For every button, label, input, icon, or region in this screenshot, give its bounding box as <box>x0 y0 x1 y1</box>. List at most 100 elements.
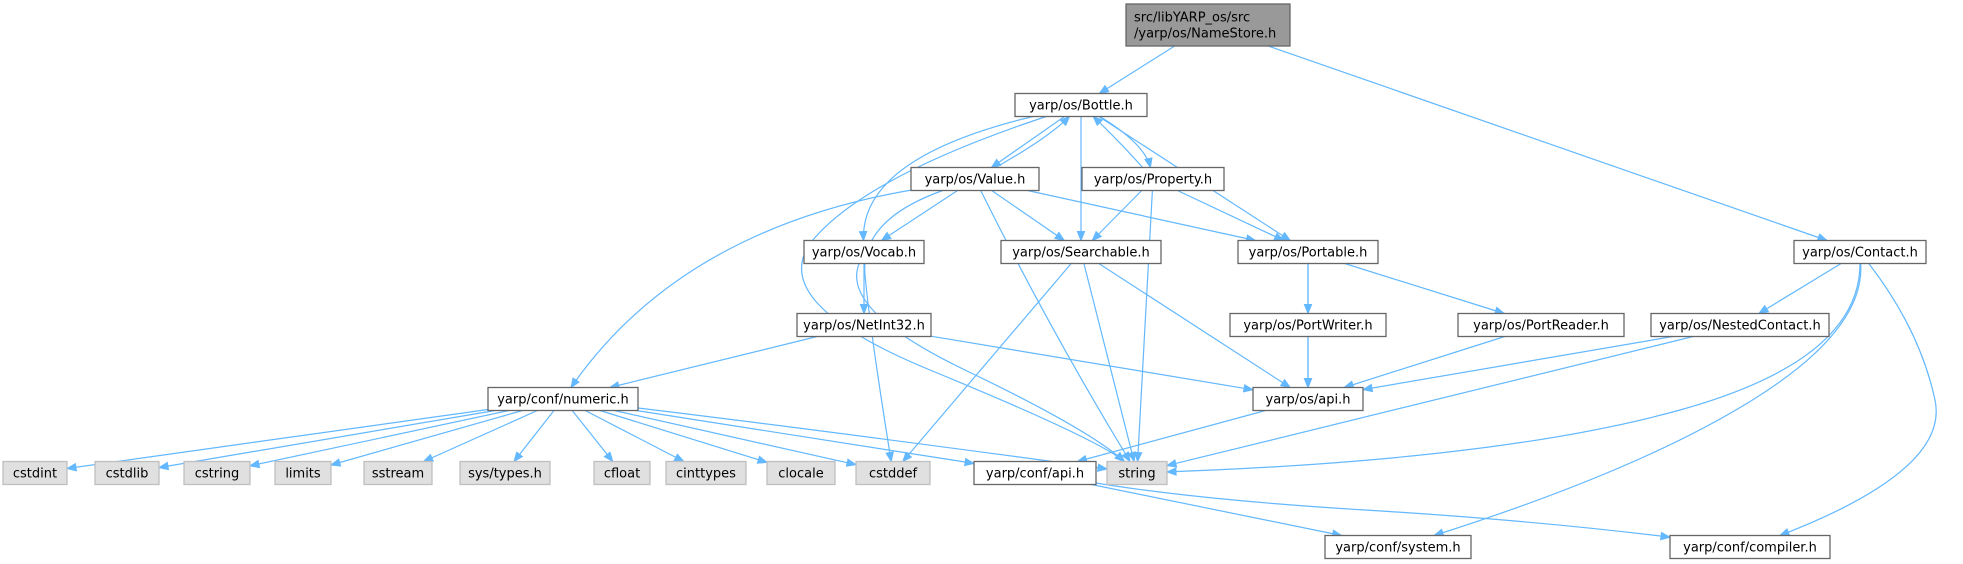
node-box <box>94 460 160 486</box>
edge-numeric-to-systypes <box>513 410 555 463</box>
edges-layer <box>65 45 1937 541</box>
node-confapi[interactable]: yarp/conf/api.h <box>973 460 1097 486</box>
edge-confapi-to-compiler <box>1095 482 1672 541</box>
node-label: sys/types.h <box>468 467 542 482</box>
edge-numeric-to-confapi <box>636 409 976 467</box>
node-label: yarp/conf/numeric.h <box>497 393 629 408</box>
edge-netint32-to-osapi <box>930 335 1255 393</box>
edge-vocab-to-string <box>856 263 1126 463</box>
node-limits: limits <box>274 460 332 486</box>
edge-numeric-to-string <box>637 407 1109 472</box>
node-cstdlib: cstdlib <box>94 460 160 486</box>
node-label: yarp/os/NetInt32.h <box>803 319 925 334</box>
edge-vocab-to-netint32 <box>859 263 869 315</box>
node-bottle[interactable]: yarp/os/Bottle.h <box>1014 92 1148 118</box>
edge-numeric-to-cstddef <box>614 409 858 467</box>
node-sstream: sstream <box>363 460 433 486</box>
node-label: yarp/os/PortWriter.h <box>1243 319 1372 334</box>
edge-numeric-to-limits <box>329 409 523 467</box>
node-label: sstream <box>372 467 424 482</box>
node-system[interactable]: yarp/conf/system.h <box>1324 534 1472 560</box>
node-box <box>274 460 332 486</box>
node-portreader[interactable]: yarp/os/PortReader.h <box>1457 312 1625 338</box>
node-box <box>593 460 651 486</box>
node-nestedcontact[interactable]: yarp/os/NestedContact.h <box>1650 312 1830 338</box>
node-box <box>1793 239 1927 265</box>
node-box <box>1000 239 1162 265</box>
edge-searchable-to-cstddef <box>901 263 1072 463</box>
node-box <box>1669 534 1831 560</box>
node-box <box>1252 386 1364 412</box>
node-systypes: sys/types.h <box>459 460 551 486</box>
node-portwriter[interactable]: yarp/os/PortWriter.h <box>1229 312 1387 338</box>
node-property[interactable]: yarp/os/Property.h <box>1081 166 1225 192</box>
node-label: clocale <box>778 467 823 482</box>
node-compiler[interactable]: yarp/conf/compiler.h <box>1669 534 1831 560</box>
edge-contact-to-nestedcontact <box>1757 262 1842 315</box>
node-root: src/libYARP_os/src/yarp/os/NameStore.h <box>1125 3 1291 47</box>
node-searchable[interactable]: yarp/os/Searchable.h <box>1000 239 1162 265</box>
node-numeric[interactable]: yarp/conf/numeric.h <box>487 386 639 412</box>
node-label: yarp/conf/api.h <box>986 467 1084 482</box>
node-box <box>487 386 639 412</box>
edge-osapi-to-confapi <box>1076 409 1266 464</box>
edge-value-to-numeric <box>570 189 912 389</box>
node-box <box>2 460 68 486</box>
node-label: yarp/os/Portable.h <box>1249 246 1368 261</box>
node-contact[interactable]: yarp/os/Contact.h <box>1793 239 1927 265</box>
node-box <box>1106 460 1168 486</box>
node-box <box>363 460 433 486</box>
node-label: src/libYARP_os/src <box>1134 11 1250 26</box>
node-box <box>1229 312 1387 338</box>
node-box <box>766 460 836 486</box>
node-vocab[interactable]: yarp/os/Vocab.h <box>803 239 925 265</box>
node-label: yarp/conf/system.h <box>1335 541 1460 556</box>
node-box <box>1324 534 1472 560</box>
edge-property-to-bottle <box>1092 115 1144 168</box>
node-osapi[interactable]: yarp/os/api.h <box>1252 386 1364 412</box>
node-label: yarp/os/Value.h <box>925 173 1026 188</box>
edge-numeric-to-cinttypes <box>584 409 686 463</box>
node-cstring: cstring <box>183 460 251 486</box>
node-label: yarp/os/NestedContact.h <box>1659 319 1821 334</box>
node-label: cstdlib <box>106 467 149 482</box>
node-box <box>183 460 251 486</box>
nodes-layer: src/libYARP_os/src/yarp/os/NameStore.hya… <box>2 3 1927 560</box>
node-label: cstring <box>195 467 239 482</box>
node-value[interactable]: yarp/os/Value.h <box>910 166 1040 192</box>
edge-contact-to-string <box>1165 263 1861 476</box>
node-label: yarp/os/Vocab.h <box>812 246 916 261</box>
edge-portwriter-to-osapi <box>1303 336 1313 389</box>
edge-bottle-to-searchable <box>1076 116 1086 242</box>
edge-property-to-portable <box>1177 189 1285 242</box>
edge-portreader-to-osapi <box>1342 335 1505 389</box>
node-cinttypes: cinttypes <box>665 460 747 486</box>
node-portable[interactable]: yarp/os/Portable.h <box>1237 239 1379 265</box>
node-cfloat: cfloat <box>593 460 651 486</box>
edge-value-to-vocab <box>880 189 958 242</box>
node-label: yarp/os/api.h <box>1266 393 1351 408</box>
edge-nestedcontact-to-osapi <box>1361 335 1674 393</box>
node-box <box>1650 312 1830 338</box>
node-box <box>910 166 1040 192</box>
node-netint32[interactable]: yarp/os/NetInt32.h <box>796 312 932 338</box>
edge-value-to-searchable <box>991 190 1066 242</box>
node-label: yarp/os/Searchable.h <box>1012 246 1150 261</box>
edge-bottle-to-property <box>1099 115 1153 169</box>
edge-searchable-to-string <box>1083 263 1136 463</box>
node-label: limits <box>285 467 321 482</box>
node-cstddef: cstddef <box>855 460 931 486</box>
node-box <box>1125 3 1291 47</box>
node-label: cfloat <box>604 467 640 482</box>
node-box <box>1081 166 1225 192</box>
node-label: yarp/os/Contact.h <box>1802 246 1918 261</box>
edge-value-to-cstddef <box>864 189 943 463</box>
edge-numeric-to-clocale <box>599 409 769 464</box>
edge-root-to-contact <box>1268 45 1829 242</box>
node-clocale: clocale <box>766 460 836 486</box>
node-label: yarp/os/Property.h <box>1094 173 1212 188</box>
node-label: yarp/conf/compiler.h <box>1683 541 1817 556</box>
node-label: yarp/os/PortReader.h <box>1473 319 1609 334</box>
node-box <box>1457 312 1625 338</box>
